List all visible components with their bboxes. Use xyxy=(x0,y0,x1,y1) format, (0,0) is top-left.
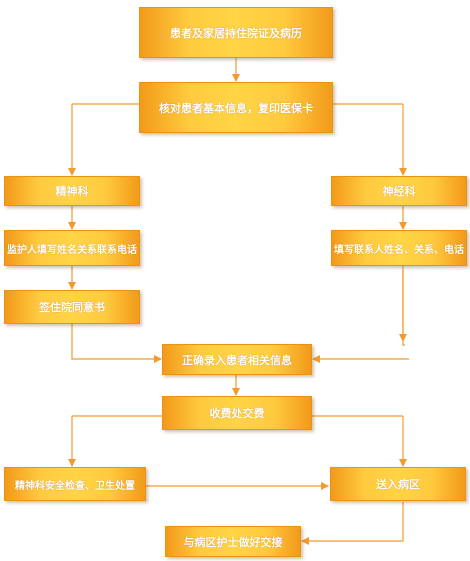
step-consent-form: 签住院同意书 xyxy=(4,290,140,324)
connector-ward-to-handover xyxy=(301,502,404,545)
step-verify-info: 核对患者基本信息，复印医保卡 xyxy=(139,82,333,133)
step-psych-guardian-info: 监护人填写姓名关系联系电话 xyxy=(4,230,140,266)
step-safety-check: 精神科安全检查、卫生处置 xyxy=(4,467,146,501)
step-hospital-docs: 患者及家居持住院证及病历 xyxy=(139,7,333,58)
step-enter-patient-info: 正确录入患者相关信息 xyxy=(162,344,312,375)
step-handover-nurse: 与病区护士做好交接 xyxy=(165,526,301,557)
step-psychiatry: 精神科 xyxy=(4,176,140,206)
step-neuro-contact-info: 填写联系人姓名、关系、电话 xyxy=(331,230,467,266)
step-collect-fees: 收费处交费 xyxy=(162,396,312,430)
connector-consent-to-enter xyxy=(71,324,162,363)
step-neurology: 神经科 xyxy=(331,176,467,206)
step-send-to-ward: 送入病区 xyxy=(330,467,466,501)
